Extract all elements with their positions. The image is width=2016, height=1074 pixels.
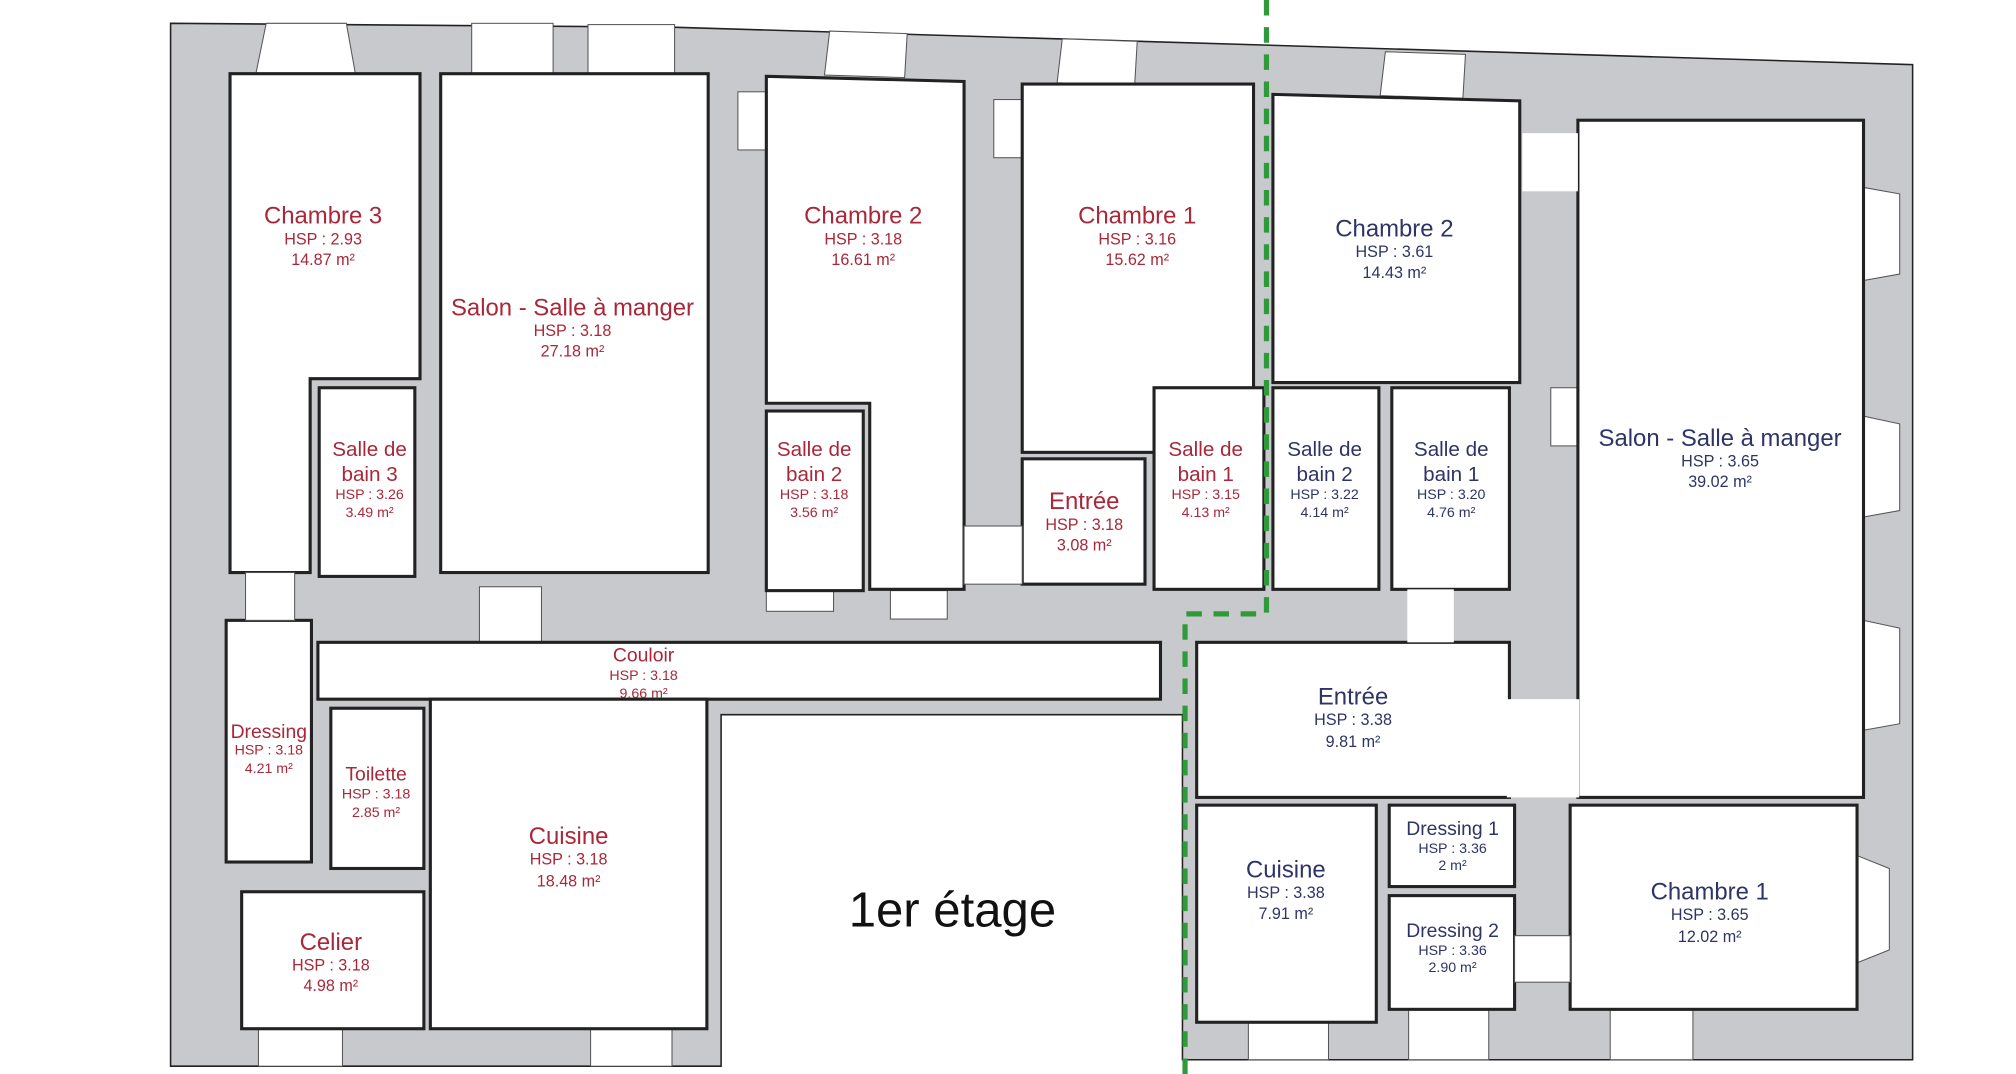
room-chambre-2-right[interactable] [1271, 92, 1522, 385]
room-hsp: HSP : 3.20 [1417, 487, 1486, 503]
room-area: 15.62 m² [1105, 251, 1169, 269]
room-hsp: HSP : 3.16 [1098, 230, 1176, 248]
room-hsp: HSP : 3.26 [335, 487, 404, 503]
room-name: Salle de [1168, 438, 1243, 461]
room-hsp: HSP : 3.65 [1681, 453, 1759, 471]
room-name: Salon - Salle à manger [1599, 425, 1842, 452]
room-hsp: HSP : 3.18 [530, 851, 608, 869]
room-hsp: HSP : 3.22 [1290, 487, 1359, 503]
room-area: 3.56 m² [790, 505, 838, 521]
room-name: bain 3 [341, 463, 397, 486]
room-chambre-1-right[interactable] [1568, 803, 1859, 1011]
room-chambre-2[interactable] [764, 74, 966, 591]
room-hsp: HSP : 3.65 [1671, 906, 1749, 924]
room-dressing[interactable] [224, 618, 313, 864]
room-name: Cuisine [1246, 857, 1326, 884]
room-area: 7.91 m² [1258, 905, 1313, 923]
room-salle-de-bain-1-right[interactable] [1390, 386, 1511, 591]
room-area: 3.49 m² [346, 505, 394, 521]
room-area: 3.08 m² [1057, 537, 1112, 555]
room-name: Dressing [231, 721, 307, 743]
room-area: 4.98 m² [303, 977, 358, 995]
room-salle-de-bain-2[interactable] [764, 409, 865, 593]
room-name: Salle de [332, 438, 407, 461]
room-name: Salle de [777, 438, 852, 461]
room-hsp: HSP : 3.18 [1045, 516, 1123, 534]
room-dressing-1[interactable] [1387, 803, 1517, 889]
room-salon[interactable] [439, 72, 710, 575]
room-cuisine-right[interactable] [1195, 803, 1378, 1024]
room-name: Dressing 1 [1406, 818, 1499, 840]
windows [255, 22, 1901, 1067]
room-name: Chambre 2 [1335, 216, 1453, 243]
room-hsp: HSP : 2.93 [284, 230, 362, 248]
room-area: 9.66 m² [619, 686, 667, 702]
room-name: Toilette [345, 764, 406, 786]
room-hsp: HSP : 3.36 [1418, 943, 1487, 959]
room-hsp: HSP : 3.36 [1418, 841, 1487, 857]
room-name: Chambre 1 [1651, 878, 1769, 905]
room-chambre-3[interactable] [228, 72, 422, 575]
room-area: 12.02 m² [1678, 928, 1742, 946]
room-area: 18.48 m² [537, 873, 601, 891]
room-toilette[interactable] [329, 706, 426, 871]
room-name: Cuisine [529, 823, 609, 850]
room-name: bain 2 [786, 463, 842, 486]
room-name: bain 1 [1178, 463, 1234, 486]
unit-separator-line [1182, 0, 1270, 1074]
left-unit-labels: Chambre 3 HSP : 2.93 14.87 m² Salon - Sa… [231, 203, 1243, 996]
room-hsp: HSP : 3.18 [609, 668, 678, 684]
room-name: Salon - Salle à manger [451, 294, 694, 321]
left-unit [224, 72, 1266, 1031]
room-area: 16.61 m² [831, 251, 895, 269]
room-area: 27.18 m² [541, 343, 605, 361]
room-salle-de-bain-2-right[interactable] [1271, 386, 1381, 591]
room-name: bain 1 [1423, 463, 1479, 486]
room-area: 4.14 m² [1301, 505, 1349, 521]
room-entree-right[interactable] [1195, 640, 1511, 799]
room-area: 14.87 m² [291, 251, 355, 269]
room-hsp: HSP : 3.18 [342, 787, 411, 803]
room-name: Salle de [1414, 438, 1489, 461]
room-hsp: HSP : 3.18 [780, 487, 849, 503]
room-name: Salle de [1287, 438, 1362, 461]
room-name: Couloir [613, 645, 675, 667]
room-area: 2.90 m² [1428, 960, 1476, 976]
room-name: Dressing 2 [1406, 920, 1499, 942]
room-name: bain 2 [1296, 463, 1352, 486]
room-hsp: HSP : 3.18 [235, 743, 304, 759]
room-name: Chambre 3 [264, 203, 382, 230]
room-area: 2.85 m² [352, 805, 400, 821]
room-area: 2 m² [1438, 858, 1467, 874]
right-unit [1195, 92, 1866, 1024]
room-name: Chambre 1 [1078, 203, 1196, 230]
floor-title: 1er étage [849, 884, 1056, 938]
room-name: Entrée [1049, 488, 1119, 515]
room-area: 39.02 m² [1688, 473, 1752, 491]
room-area: 4.21 m² [245, 761, 293, 777]
room-hsp: HSP : 3.18 [824, 230, 902, 248]
room-cuisine[interactable] [428, 697, 709, 1031]
room-area: 9.81 m² [1326, 733, 1381, 751]
room-dressing-2[interactable] [1387, 894, 1517, 1011]
room-area: 14.43 m² [1363, 264, 1427, 282]
room-salon-right[interactable] [1576, 118, 1866, 799]
room-celier[interactable] [240, 890, 426, 1031]
room-hsp: HSP : 3.61 [1356, 243, 1434, 261]
room-hsp: HSP : 3.38 [1314, 711, 1392, 729]
room-hsp: HSP : 3.15 [1172, 487, 1241, 503]
room-area: 4.76 m² [1427, 505, 1475, 521]
right-unit-labels: Chambre 2 HSP : 3.61 14.43 m² Salle de b… [1246, 216, 1842, 976]
room-entree[interactable] [1020, 457, 1147, 586]
room-hsp: HSP : 3.18 [292, 957, 370, 975]
room-hsp: HSP : 3.18 [534, 322, 612, 340]
room-salle-de-bain-3[interactable] [317, 386, 417, 578]
room-name: Chambre 2 [804, 203, 922, 230]
room-name: Entrée [1318, 683, 1388, 710]
room-area: 4.13 m² [1182, 505, 1230, 521]
room-couloir[interactable] [316, 640, 1163, 701]
room-name: Celier [300, 929, 362, 956]
room-hsp: HSP : 3.38 [1247, 884, 1325, 902]
